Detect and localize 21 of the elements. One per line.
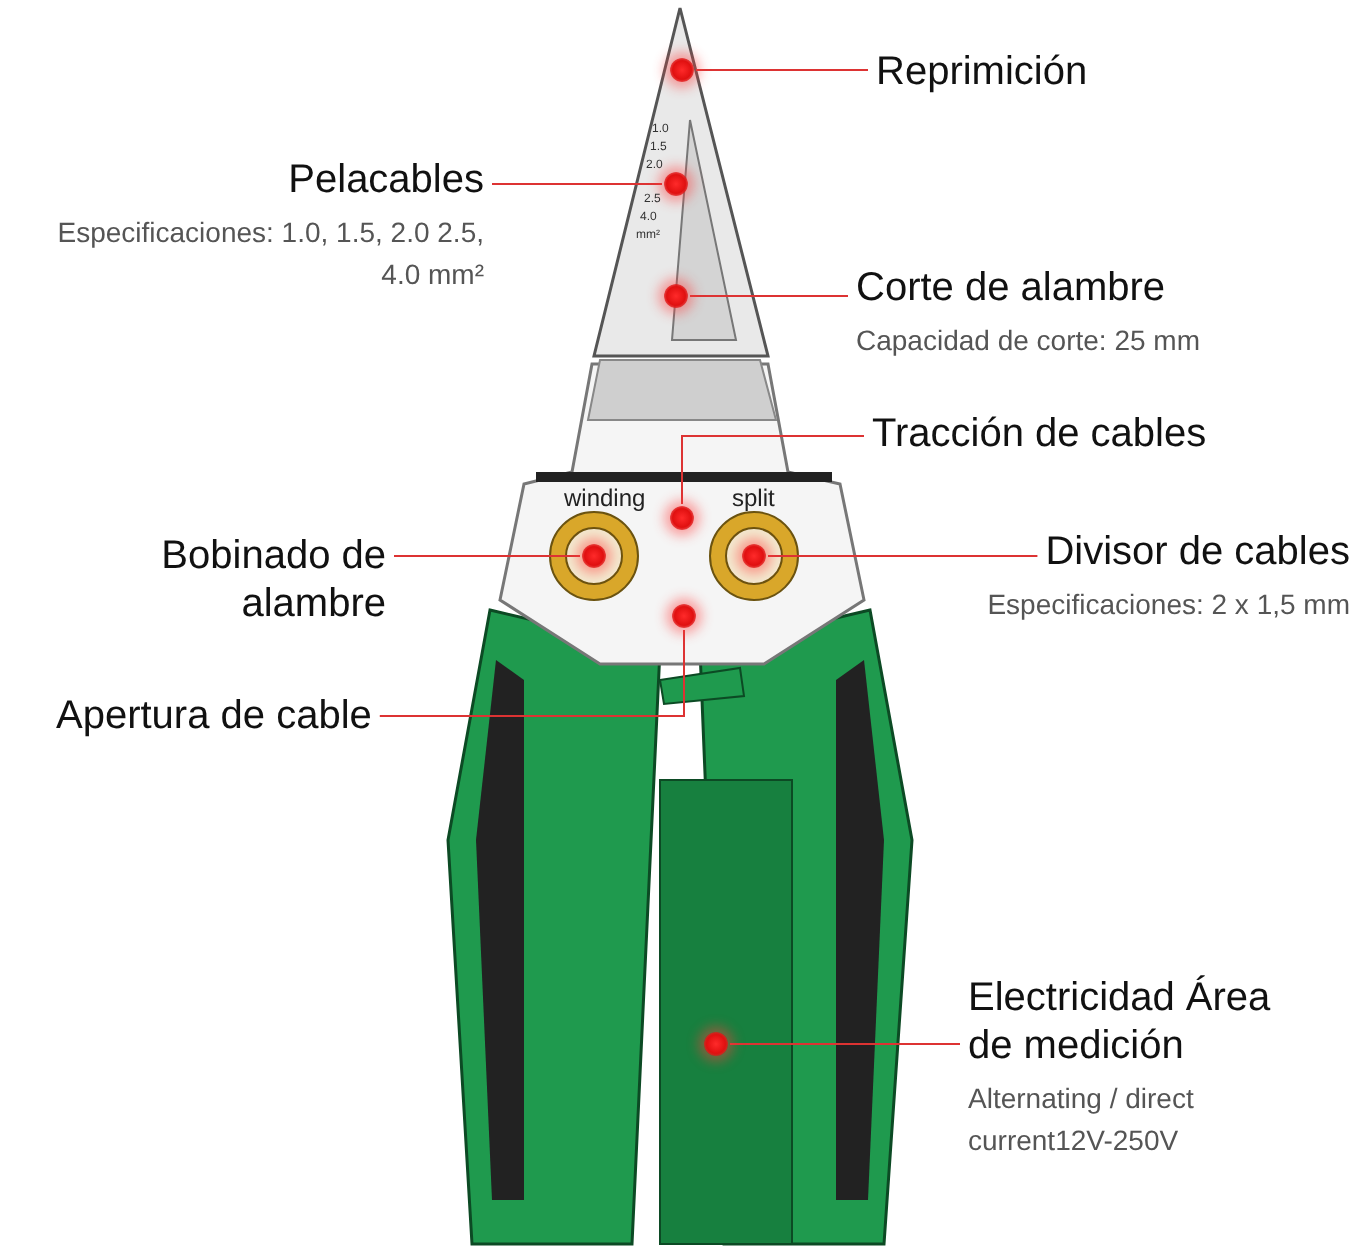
engraved-label: winding	[564, 486, 646, 512]
engraved-label: split	[732, 486, 775, 512]
leader-line	[729, 1043, 961, 1045]
callout-note: Especificaciones: 1.0, 1.5, 2.0 2.5, 4.0 mm²	[55, 214, 484, 294]
callout-title: Bobinado de alambre	[159, 532, 386, 628]
leader-line	[393, 555, 581, 557]
leader-line	[378, 629, 685, 717]
callout-note: Especificaciones: 2 x 1,5 mm	[985, 586, 1350, 624]
leader-line	[681, 435, 865, 505]
callout-title: Divisor de cables	[1043, 528, 1350, 576]
callout-title: Pelacables	[286, 156, 484, 204]
callout-title: Electricidad Área de medición	[968, 974, 1273, 1070]
leader-line	[767, 555, 1039, 557]
leader-line	[689, 295, 849, 297]
callout-title: Reprimición	[876, 48, 1090, 96]
leader-line	[491, 183, 663, 185]
callout-note: Alternating / direct current12V-250V	[968, 1080, 1196, 1160]
callout-title: Apertura de cable	[56, 692, 374, 740]
callout-title: Tracción de cables	[872, 410, 1209, 458]
callout-note: Capacidad de corte: 25 mm	[856, 322, 1202, 360]
callout-title: Corte de alambre	[856, 264, 1168, 312]
